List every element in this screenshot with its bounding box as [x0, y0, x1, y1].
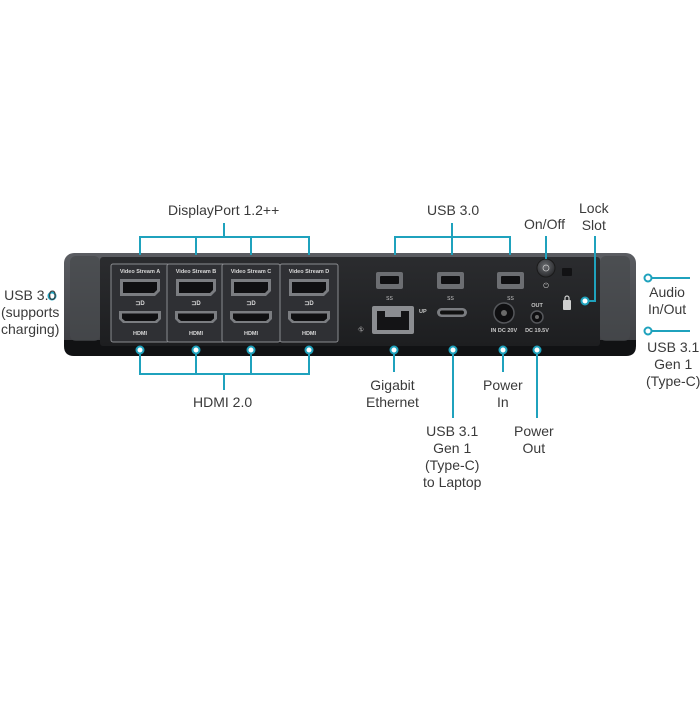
callout-dot [191, 345, 201, 355]
usb-c-port: UP [419, 308, 467, 317]
callout-dot [643, 273, 653, 283]
video-port-column: Video Stream C ⊐D HDMI [221, 263, 281, 343]
hdmi-port-text: HDMI [133, 331, 148, 337]
video-port-column: Video Stream B ⊐D HDMI [166, 263, 226, 343]
usb-a-port: SS [497, 272, 524, 302]
label-line: Slot [581, 217, 606, 233]
video-ports: Video Stream A ⊐D HDMI Video Stream B ⊐D HDMI… [110, 263, 339, 343]
callout-dot [246, 345, 256, 355]
label-line: In [497, 394, 509, 410]
video-port-column: Video Stream A ⊐D HDMI [110, 263, 170, 343]
power-out-top-text: OUT [531, 303, 543, 309]
usb-port-text: SS [507, 296, 514, 302]
label-line: Power [483, 377, 523, 393]
label-line: Audio [649, 284, 685, 300]
video-stream-label: Video Stream A [120, 269, 160, 275]
power-in-port: IN DC 20V [491, 302, 518, 334]
callout-dot [643, 326, 653, 336]
label-line: USB 3.0 [4, 287, 57, 303]
label-line: DisplayPort 1.2++ [168, 202, 280, 218]
label-line: Gen 1 [654, 356, 693, 372]
label-line: On/Off [524, 216, 565, 232]
displayport-logo-icon: ⊐D [191, 300, 201, 307]
label-usb30-top: USB 3.0 [427, 202, 479, 219]
video-stream-label: Video Stream C [231, 269, 272, 275]
label-line: (supports [1, 304, 60, 320]
power-in-port-text: IN DC 20V [491, 328, 518, 334]
label-line: HDMI 2.0 [193, 394, 253, 410]
callout-dot [580, 296, 590, 306]
callout-dot [47, 291, 57, 301]
usb-a-port: SS [376, 272, 403, 302]
label-line: to Laptop [423, 474, 482, 490]
label-on-off: On/Off [524, 216, 565, 233]
label-line: Ethernet [366, 394, 419, 410]
label-line: Gigabit [370, 377, 415, 393]
hdmi-port-text: HDMI [302, 331, 317, 337]
ethernet-port: ⛗ [358, 306, 414, 334]
label-line: (Type-C) [424, 457, 480, 473]
displayport-logo-icon: ⊐D [246, 300, 256, 307]
video-stream-label: Video Stream D [289, 269, 330, 275]
callout-dot [304, 345, 314, 355]
power-out-port: OUT DC 19.5V [525, 303, 549, 334]
callout-dots [47, 273, 653, 355]
hdmi-port-text: HDMI [189, 331, 204, 337]
usb-c-port-text: UP [419, 309, 427, 315]
label-line: Power [514, 423, 554, 439]
label-line: charging) [1, 321, 60, 337]
label-line: USB 3.1 [647, 339, 700, 355]
label-line: Out [522, 440, 546, 456]
label-displayport: DisplayPort 1.2++ [168, 202, 279, 219]
label-line: Gen 1 [433, 440, 472, 456]
callout-dot [448, 345, 458, 355]
label-line: USB 3.0 [427, 202, 480, 218]
callout-dot [532, 345, 542, 355]
label-line: In/Out [648, 301, 687, 317]
power-symbol-icon: ⏻ [543, 282, 549, 290]
lock-slot [562, 268, 572, 310]
displayport-logo-icon: ⊐D [135, 300, 145, 307]
video-stream-label: Video Stream B [176, 269, 217, 275]
hdmi-port-text: HDMI [244, 331, 259, 337]
video-port-column: Video Stream D ⊐D HDMI [279, 263, 339, 343]
label-line: Lock [579, 200, 609, 216]
callout-dot [389, 345, 399, 355]
usb-port-text: SS [386, 296, 393, 302]
label-line: (Type-C) [646, 373, 700, 389]
label-line: USB 3.1 [426, 423, 479, 439]
callout-dot [135, 345, 145, 355]
displayport-logo-icon: ⊐D [304, 300, 314, 307]
callout-dot [498, 345, 508, 355]
power-out-bottom-text: DC 19.5V [525, 328, 549, 334]
power-button: ⏻ [536, 258, 556, 290]
usb-port-text: SS [447, 296, 454, 302]
usb-a-port: SS [437, 272, 464, 302]
callout-lines [139, 223, 690, 418]
network-icon: ⛗ [358, 325, 365, 334]
label-hdmi20: HDMI 2.0 [193, 394, 252, 411]
